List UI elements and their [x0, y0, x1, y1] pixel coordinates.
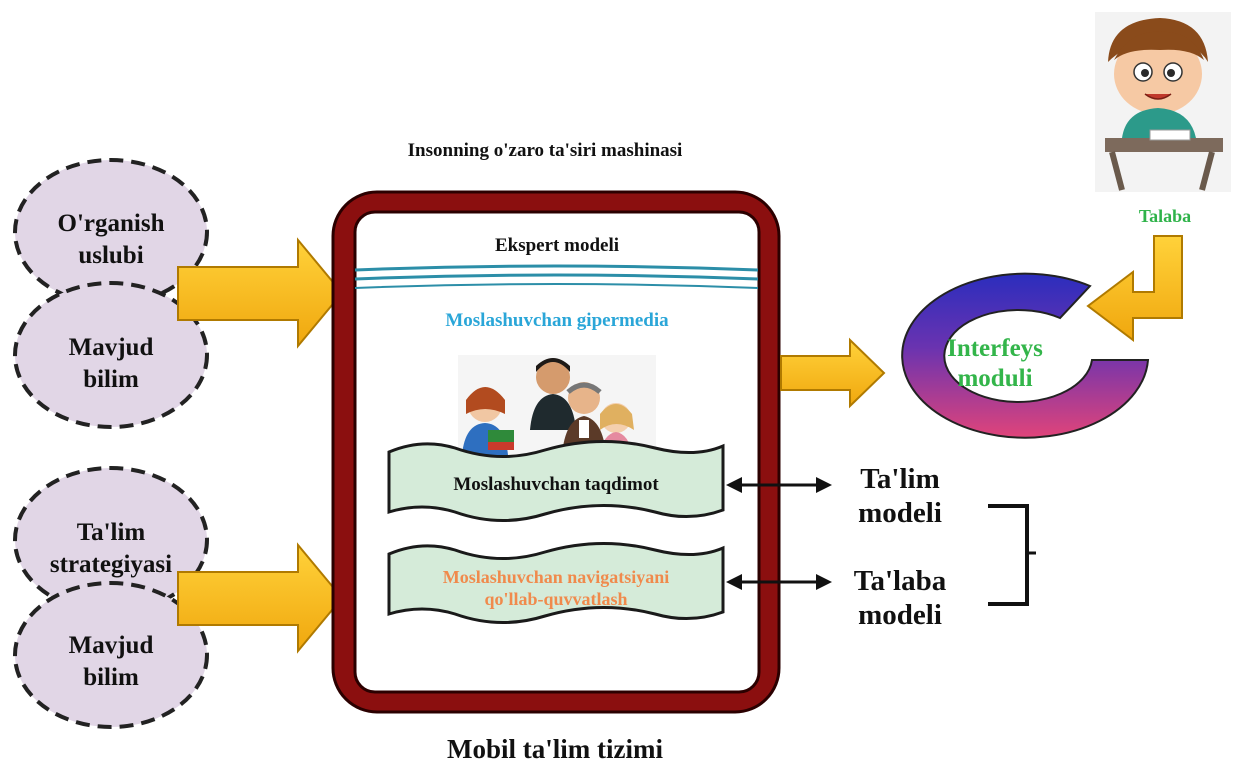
models-bracket [988, 504, 1029, 606]
output-arrow [780, 337, 886, 409]
people-illustration [458, 355, 656, 455]
ellipse-existing-knowledge-1 [13, 281, 209, 429]
navigation-label: Moslashuvchan navigatsiyani qo'llab-quvv… [442, 567, 670, 609]
student-model-label: Ta'laba modeli [853, 565, 947, 631]
navigation-banner [387, 541, 725, 624]
input-arrow-1 [177, 237, 344, 349]
presentation-banner [387, 439, 725, 522]
left-group-1 [13, 158, 344, 429]
label-existing-knowledge-1: Mavjud bilim [68, 334, 154, 393]
hypermedia-label: Moslashuvchan gipermedia [445, 310, 669, 331]
expert-model-label: Ekspert modeli [494, 235, 620, 256]
learning-model-label: Ta'lim modeli [858, 463, 942, 529]
presentation-label: Moslashuvchan taqdimot [453, 474, 659, 495]
student-arrow [1086, 235, 1183, 343]
student-label: Talaba [1138, 206, 1192, 226]
diagram-top-title: Insonning o'zaro ta'siri mashinasi [407, 140, 683, 161]
ellipse-existing-knowledge-2 [13, 581, 209, 729]
arrow-navigation-to-student-model [726, 574, 832, 590]
label-existing-knowledge-2: Mavjud bilim [68, 632, 154, 691]
student-illustration [1095, 12, 1231, 192]
left-group-2 [13, 466, 344, 729]
label-learning-strategy: Ta'lim strategiyasi [49, 519, 173, 578]
arrow-presentation-to-learning-model [726, 477, 832, 493]
interface-ring [901, 272, 1150, 439]
input-arrow-2 [177, 542, 344, 654]
interface-module-label: Interfeys moduli [947, 335, 1043, 392]
system-caption: Mobil ta'lim tizimi [447, 734, 663, 764]
expert-divider [354, 264, 759, 272]
label-learning-style: O'rganish uslubi [57, 210, 165, 269]
